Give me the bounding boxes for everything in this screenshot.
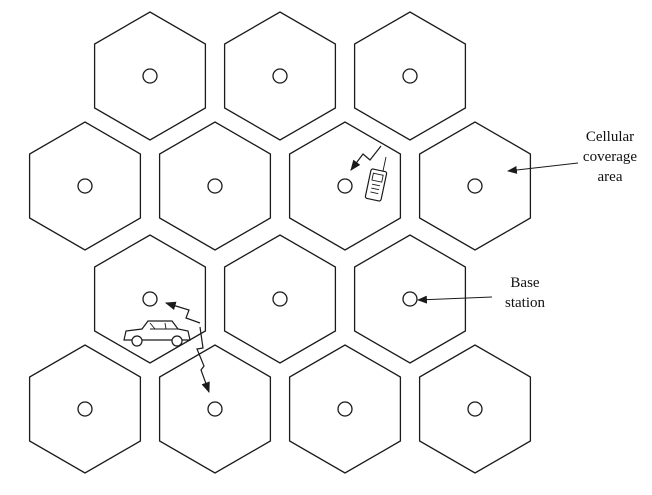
base-station-icon [142,291,158,307]
base-station-icon [402,291,418,307]
base-station-icon [337,178,353,194]
radio-link-icon [350,145,382,171]
svg-text:coverage: coverage [583,149,637,165]
base-station-icon [77,178,93,194]
svg-text:station: station [505,295,545,311]
base-station-icon [337,401,353,417]
base-station-icon [272,68,288,84]
base-station-icon [77,401,93,417]
car-icon [123,320,191,347]
base-station-icon [272,291,288,307]
mobile-phone-icon [364,156,388,202]
base-station-icon [207,178,223,194]
base-station-icon [467,178,483,194]
coverage-arrow [507,162,579,174]
radio-link-icon [196,326,210,394]
coverage-area-label: Cellular coverage area [583,129,637,185]
base-station-arrow [417,295,493,304]
svg-text:Cellular: Cellular [586,129,634,145]
svg-text:Base: Base [510,275,540,291]
svg-text:area: area [598,169,623,185]
base-station-icon [402,68,418,84]
base-station-icon [207,401,223,417]
base-station-icon [142,68,158,84]
base-station-label: Base station [505,275,545,311]
hexagonal-cells [28,11,532,474]
radio-link-icon [164,301,201,324]
base-station-icon [467,401,483,417]
